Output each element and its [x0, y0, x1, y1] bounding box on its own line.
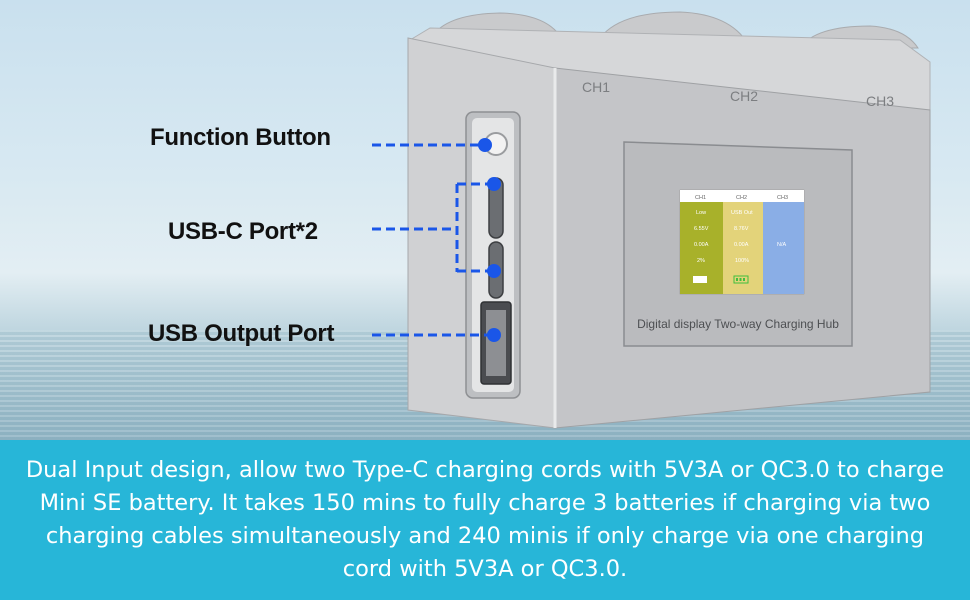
callout-dot-usb-c-2	[487, 264, 501, 278]
lcd-ch2-voltage: 8.76V	[734, 226, 749, 232]
lcd-header-ch1: CH1	[695, 195, 706, 201]
charging-hub: CH1 CH2 CH3 CH1 CH2 CH3 Low 6.55V 0.00A …	[372, 11, 931, 429]
channel-label-2: CH2	[730, 88, 758, 104]
lcd-header-ch2: CH2	[736, 195, 747, 201]
display-caption: Digital display Two-way Charging Hub	[637, 317, 839, 331]
lcd-ch1-voltage: 6.55V	[694, 226, 709, 232]
callout-dot-usb-output	[487, 328, 501, 342]
lcd-ch1-current: 0.00A	[694, 242, 709, 248]
usb-c-port-label: USB-C Port*2	[168, 218, 318, 245]
callout-dot-function	[478, 138, 492, 152]
lcd-ch1-status: Low	[696, 210, 706, 216]
lcd-ch2-current: 0.00A	[734, 242, 749, 248]
lcd-ch2-percent: 100%	[735, 258, 749, 264]
product-photo: CH1 CH2 CH3 CH1 CH2 CH3 Low 6.55V 0.00A …	[0, 0, 970, 440]
lcd-ch3-panel	[763, 202, 804, 294]
lcd-ch2-status: USB Out	[731, 210, 753, 216]
lcd-ch1-percent: 2%	[697, 258, 705, 264]
description-text: Dual Input design, allow two Type-C char…	[25, 457, 945, 582]
battery-low-icon	[693, 276, 707, 283]
callout-dot-usb-c-1	[487, 177, 501, 191]
channel-label-3: CH3	[866, 93, 894, 109]
callout-line-usb-c	[372, 182, 493, 273]
function-button-label: Function Button	[150, 124, 331, 151]
description-banner: Dual Input design, allow two Type-C char…	[0, 440, 970, 600]
channel-label-1: CH1	[582, 79, 610, 95]
lcd-header-ch3: CH3	[777, 195, 788, 201]
battery-full-icon	[733, 275, 749, 284]
lcd-ch3-status: N/A	[777, 242, 787, 248]
usb-output-port-label: USB Output Port	[148, 320, 335, 347]
